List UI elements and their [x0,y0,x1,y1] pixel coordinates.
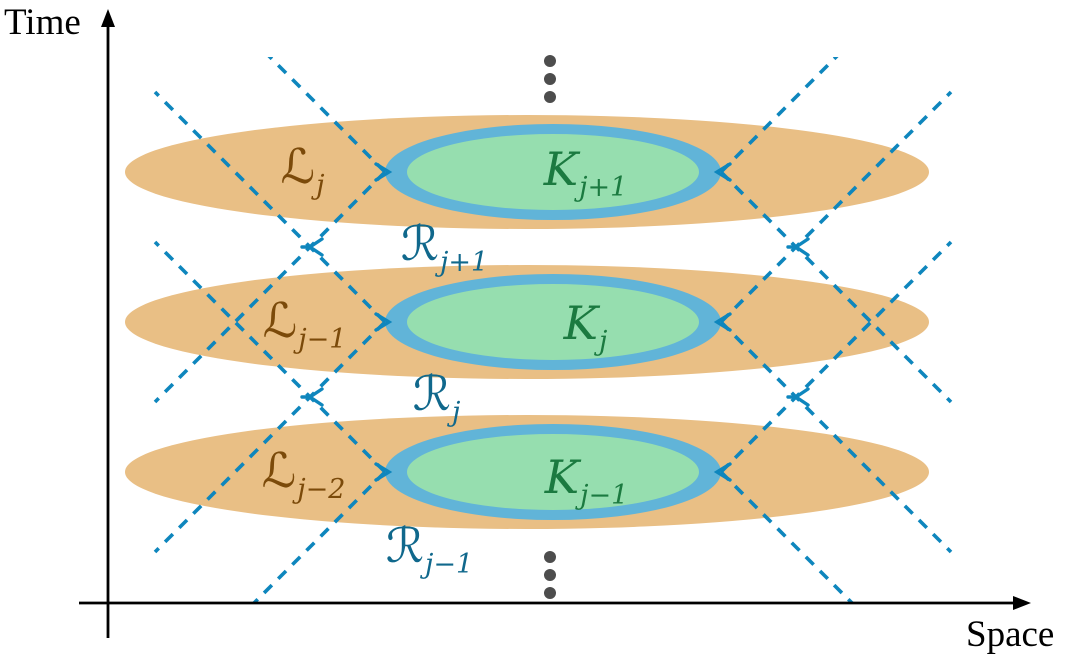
label-R-j-1: ℛj−1 [386,522,473,578]
ring-edge-arrowheads [374,162,732,482]
label-L-j-2-sub: j−2 [297,474,346,505]
arrowhead-left-icon [713,312,732,332]
dot [544,91,556,103]
arrowhead-right-icon [374,462,393,482]
cone-line [250,470,387,604]
crossing-arrow-icon [786,387,810,407]
crossing-arrow-icon [300,387,324,407]
label-K-j-sub: j [599,326,608,357]
label-K-j: Kj [564,300,608,355]
label-R-j+1-sub: j+1 [440,247,489,278]
label-R-j-1-sub: j−1 [425,549,474,580]
label-K-j-1-base: K [544,450,580,504]
core-ellipse-row1 [407,134,699,210]
coordinate-axes [79,22,1018,638]
dot [544,551,556,563]
light-cone-dashed-lines [153,57,953,604]
label-L-j-1-sub: j−1 [298,324,347,355]
label-R-j+1: ℛj+1 [401,220,488,276]
time-axis-label: Time [4,2,81,43]
label-R-j-base: ℛ [412,366,451,422]
label-R-j+1-base: ℛ [400,216,440,272]
vertical-ellipsis-dots [544,55,556,599]
cone-line [719,470,856,604]
label-R-j: ℛj [413,370,461,426]
label-L-j-1: ℒj−1 [263,297,347,353]
cone-line [153,320,387,554]
y-axis-arrow-icon [101,9,115,27]
label-K-j+1-sub: j+1 [579,172,628,203]
arrowhead-right-icon [374,312,393,332]
label-K-j+1: Kj+1 [544,146,628,201]
label-R-j-1-base: ℛ [385,518,425,574]
label-L-j-sub: j [316,170,325,201]
dot [544,73,556,85]
label-K-j-1-sub: j−1 [580,480,629,511]
arrowhead-left-icon [713,462,732,482]
green-core-ellipses [407,134,699,510]
cone-line [153,90,387,324]
label-L-j-2-base: ℒ [261,443,297,499]
cone-line [719,170,953,404]
cone-line [719,90,953,324]
dot [544,55,556,67]
crossing-arrow-icon [786,237,810,257]
cone-line [719,320,953,554]
cone-line [153,240,387,474]
label-L-j-2: ℒj−2 [262,447,346,503]
arrowhead-right-icon [374,162,393,182]
cone-line [153,170,387,404]
core-ellipse-row2 [407,284,699,360]
label-R-j-sub: j [451,397,461,428]
axis-arrowheads [101,9,1031,610]
crossing-arrow-marks [300,237,810,407]
crossing-arrow-icon [300,237,324,257]
label-K-j+1-base: K [543,142,579,196]
dot [544,587,556,599]
space-axis-label: Space [966,614,1055,655]
dot [544,569,556,581]
core-ellipse-row3 [407,434,699,510]
label-L-j-1-base: ℒ [262,293,298,349]
label-L-j: ℒj [281,143,325,199]
label-K-j-base: K [563,296,598,350]
label-K-j-1: Kj−1 [545,454,629,509]
label-L-j-base: ℒ [280,139,316,195]
x-axis-arrow-icon [1013,596,1031,610]
arrowhead-left-icon [713,162,732,182]
cone-line [719,240,953,474]
